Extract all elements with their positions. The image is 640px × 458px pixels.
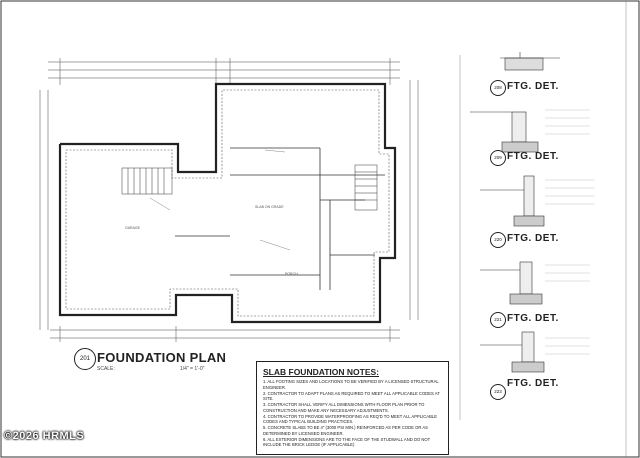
slab-foundation-notes: SLAB FOUNDATION NOTES: 1. All footing si… bbox=[256, 361, 449, 455]
dimension-lines bbox=[39, 58, 419, 342]
detail-label-223: FTG. DET. bbox=[507, 378, 559, 389]
note-item: 4. Contractor to provide waterproofing a… bbox=[263, 413, 438, 425]
plan-scale-label: SCALE: bbox=[97, 366, 115, 372]
footing-details bbox=[470, 52, 560, 373]
detail-separators bbox=[459, 0, 627, 458]
detail-callouts bbox=[545, 109, 595, 355]
detail-label-220: FTG. DET. bbox=[507, 233, 559, 244]
plan-scale-value: 1/4" = 1'-0" bbox=[180, 366, 205, 372]
watermark: ©2026 HRMLS bbox=[4, 430, 85, 442]
room-label-garage: GARAGE bbox=[125, 226, 140, 230]
detail-tag-208: 208 bbox=[490, 80, 506, 96]
room-label-porch: PORCH bbox=[285, 272, 298, 276]
stairs bbox=[121, 164, 378, 211]
note-item: 6. All exterior dimensions are to the fa… bbox=[263, 436, 431, 448]
note-item: 2. Contractor to adapt plans as required… bbox=[263, 390, 440, 402]
notes-title: SLAB FOUNDATION NOTES: bbox=[263, 367, 380, 377]
interior-walls bbox=[175, 147, 385, 290]
plan-title: FOUNDATION PLAN bbox=[97, 350, 227, 365]
note-item: 3. Contractor shall verify all dimension… bbox=[263, 402, 425, 413]
detail-label-209: FTG. DET. bbox=[507, 151, 559, 162]
room-label-slab: SLAB ON GRADE bbox=[255, 205, 284, 209]
note-item: 5. Concrete slabs to be 4" (3000 psi min… bbox=[263, 425, 428, 436]
detail-tag-209: 209 bbox=[490, 150, 506, 166]
detail-label-208: FTG. DET. bbox=[507, 81, 559, 92]
detail-tag-220: 220 bbox=[490, 232, 506, 248]
leaders bbox=[149, 149, 291, 251]
detail-label-221: FTG. DET. bbox=[507, 313, 559, 324]
detail-tag-223: 223 bbox=[490, 384, 506, 400]
plan-tag: 201 bbox=[74, 348, 96, 370]
footing-lines bbox=[65, 89, 390, 317]
note-item: 1. All footing sizes and locations to be… bbox=[263, 379, 439, 390]
foundation-walls bbox=[58, 82, 397, 324]
detail-tag-221: 221 bbox=[490, 312, 506, 328]
notes-list: 1. All footing sizes and locations to be… bbox=[263, 379, 443, 448]
